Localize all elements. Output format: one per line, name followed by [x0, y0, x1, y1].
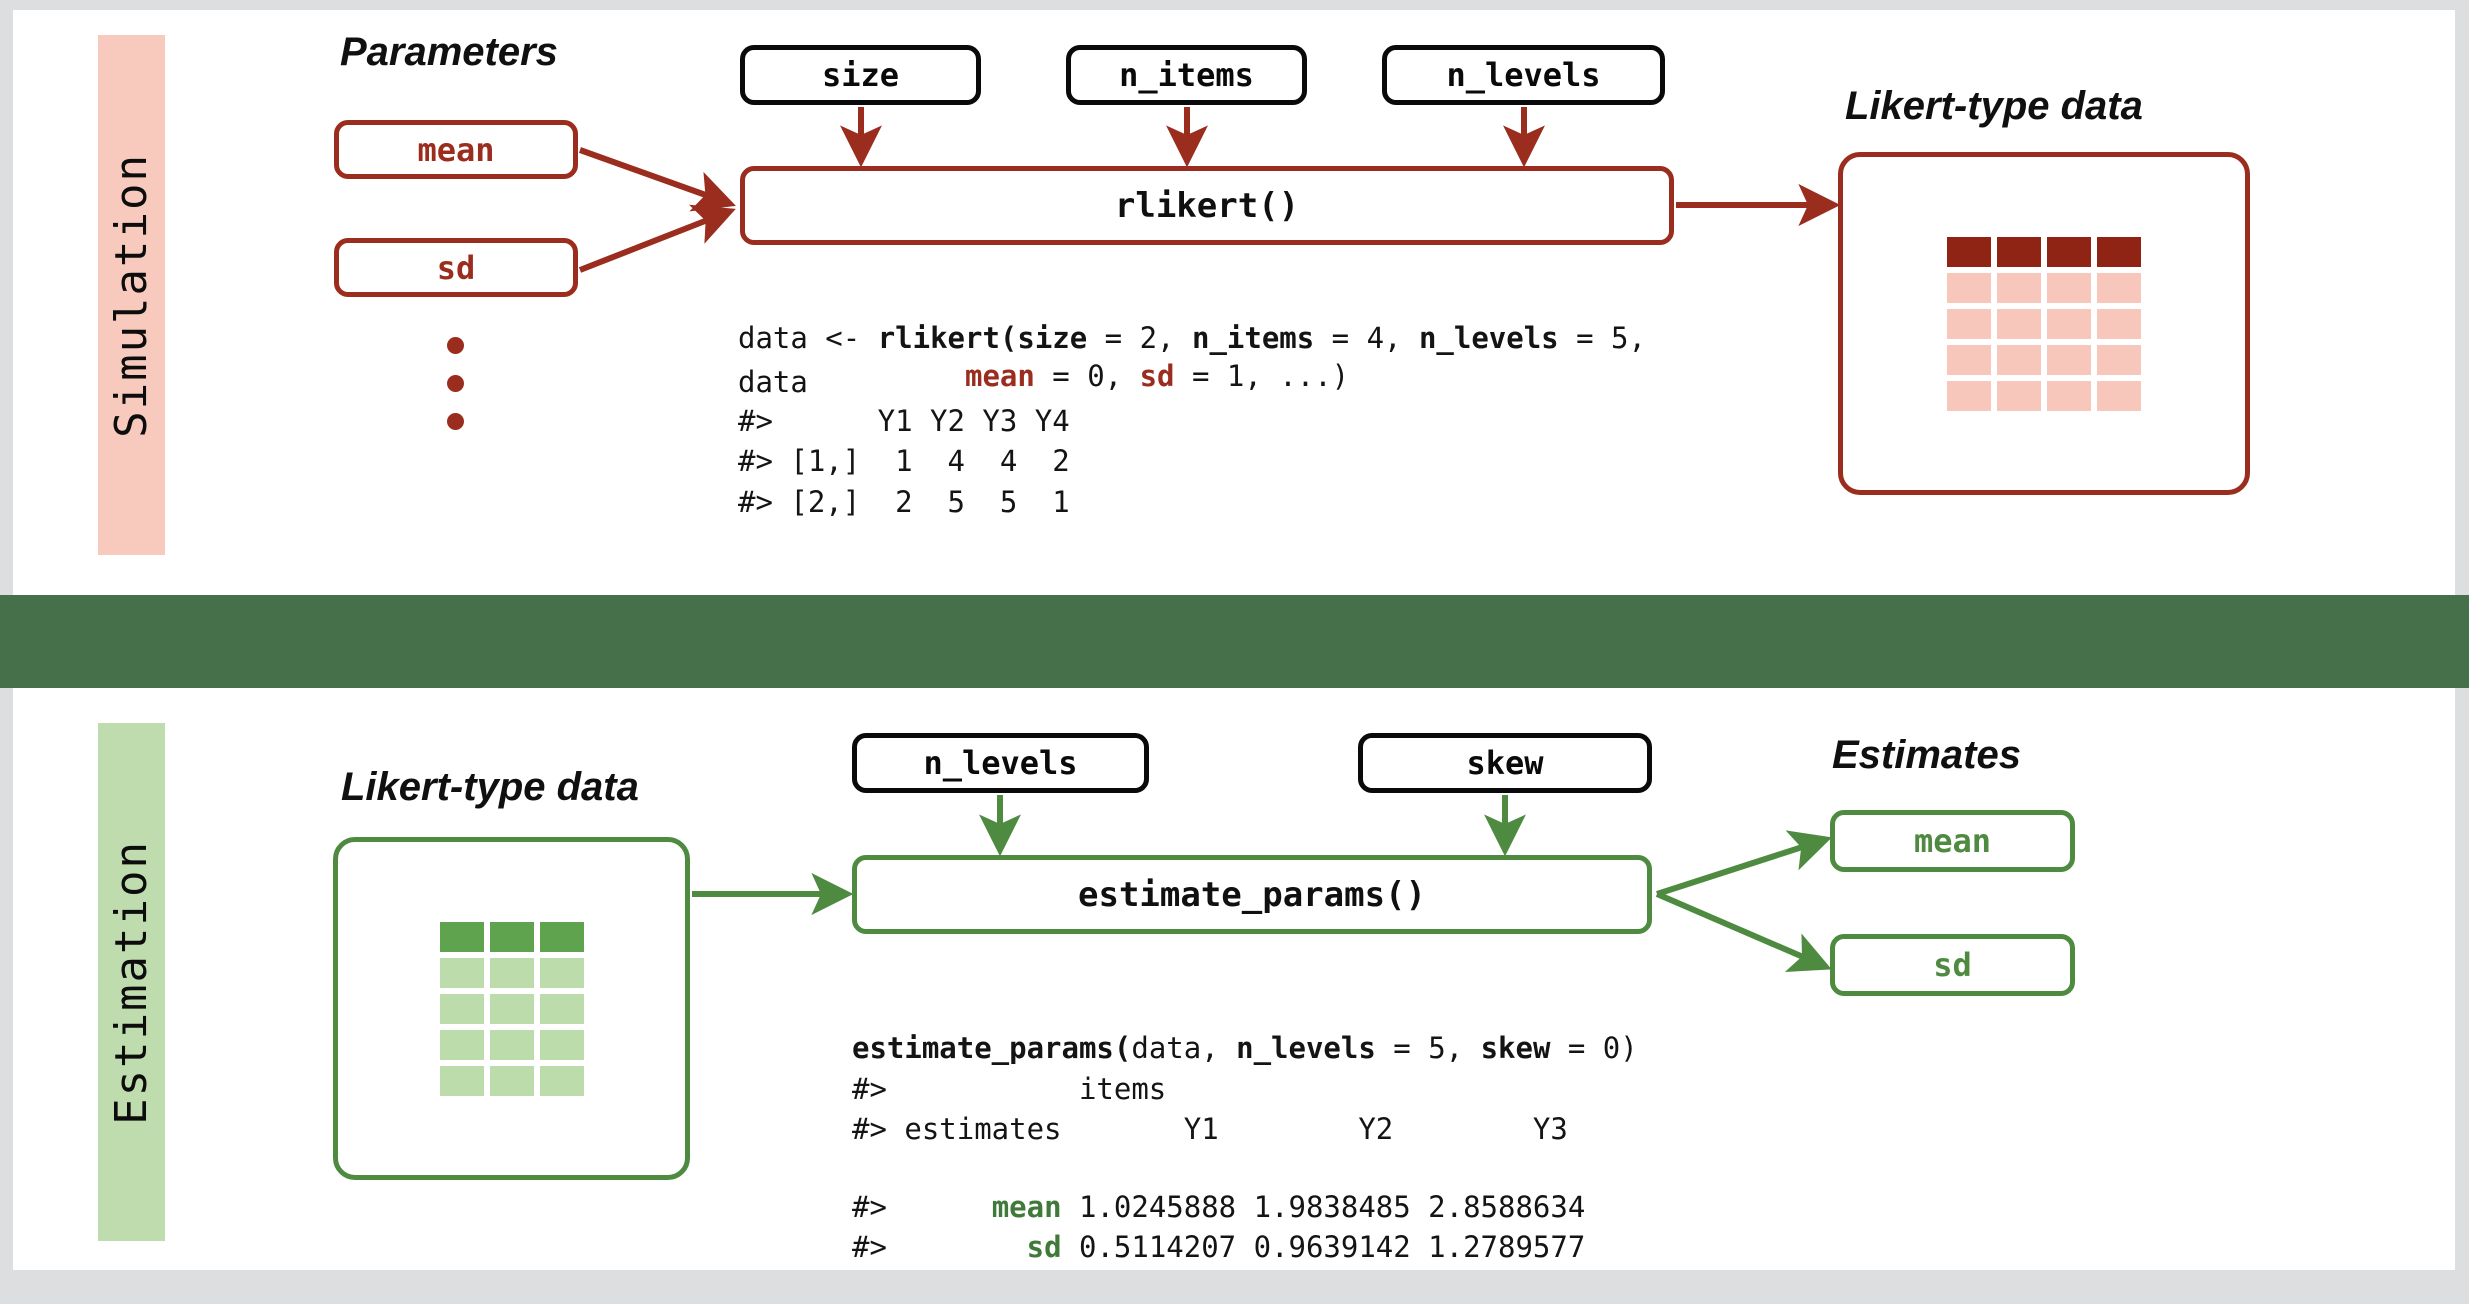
code-arg-size: size	[1017, 321, 1088, 355]
ellipsis-dot	[447, 375, 464, 392]
parameter-box-mean[interactable]: mean	[334, 120, 578, 179]
simulation-code-call: data <- rlikert(size = 2, n_items = 4, n…	[738, 281, 1646, 433]
function-box-estimate-params[interactable]: estimate_params()	[852, 855, 1652, 934]
likert-data-container-simulation	[1838, 152, 2250, 495]
code-text: = 1, ...)	[1174, 359, 1350, 393]
likert-grid-cell	[439, 993, 484, 1024]
likert-grid-cell	[1947, 272, 1991, 303]
likert-data-grid-estimation	[439, 921, 584, 1096]
likert-grid-header-cell	[539, 921, 584, 952]
likert-data-heading-estimation: Likert-type data	[341, 765, 639, 809]
estimate-box-mean[interactable]: mean	[1830, 810, 2075, 872]
code-text: = 4,	[1314, 321, 1419, 355]
likert-grid-header-cell	[439, 921, 484, 952]
estimates-heading: Estimates	[1832, 733, 2021, 777]
code-text: data <-	[738, 321, 878, 355]
argument-box-skew[interactable]: skew	[1358, 733, 1652, 793]
likert-grid-cell	[489, 1029, 534, 1060]
likert-grid-cell	[1947, 344, 1991, 375]
parameters-ellipsis	[447, 337, 464, 451]
simulation-code-output-row-2: #> [2,] 2 5 5 1	[738, 485, 1070, 519]
code-text: #>	[852, 1190, 992, 1224]
estimate-box-sd[interactable]: sd	[1830, 934, 2075, 996]
code-text: 1.0245888 1.9838485 2.8588634	[1061, 1190, 1586, 1224]
simulation-stage-label: Simulation	[98, 35, 165, 555]
code-text: 0.5114207 0.9639142 1.2789577	[1061, 1230, 1586, 1264]
likert-grid-cell	[2047, 308, 2091, 339]
parameter-box-sd[interactable]: sd	[334, 238, 578, 297]
code-text: = 0,	[1034, 359, 1140, 393]
likert-grid-cell	[1997, 380, 2041, 411]
code-arg-n-levels: n_levels	[1418, 321, 1559, 355]
likert-grid-cell	[2047, 380, 2091, 411]
likert-grid-cell	[1997, 272, 2041, 303]
code-text: = 5,	[1576, 321, 1646, 355]
likert-grid-cell	[1997, 308, 2041, 339]
likert-grid-header-cell	[2097, 236, 2141, 267]
likert-grid-cell	[539, 993, 584, 1024]
code-arg-skew: skew	[1480, 1031, 1551, 1065]
code-text: data,	[1131, 1031, 1237, 1065]
likert-grid-cell	[2097, 272, 2141, 303]
ellipsis-dot	[447, 413, 464, 430]
code-arg-n-levels-est: n_levels	[1236, 1031, 1376, 1065]
likert-grid-cell	[489, 1065, 534, 1096]
likert-grid-cell	[489, 957, 534, 988]
code-fn-rlikert: rlikert(	[877, 321, 1018, 355]
parameters-heading: Parameters	[340, 30, 558, 74]
likert-grid-header-cell	[2047, 236, 2091, 267]
estimation-stage-label: Estimation	[98, 723, 165, 1241]
estimation-code-call: estimate_params(data, n_levels = 5, skew…	[852, 991, 1638, 1105]
likert-grid-cell	[539, 957, 584, 988]
likert-grid-cell	[439, 1029, 484, 1060]
likert-grid-cell	[1947, 380, 1991, 411]
ellipsis-dot	[447, 337, 464, 354]
code-fn-estimate-params: estimate_params(	[852, 1031, 1132, 1065]
likert-grid-cell	[2047, 272, 2091, 303]
code-text: = 0)	[1550, 1031, 1638, 1065]
estimation-code-output-sd: #> sd 0.5114207 0.9639142 1.2789577	[852, 1190, 1585, 1304]
estimation-code-output-estimates: #> estimates Y1 Y2 Y3	[852, 1112, 1568, 1146]
code-arg-mean: mean	[964, 359, 1035, 393]
argument-box-n-levels[interactable]: n_levels	[1382, 45, 1665, 105]
likert-grid-cell	[539, 1065, 584, 1096]
code-arg-n-items: n_items	[1191, 321, 1315, 355]
simulation-stage-label-text: Simulation	[106, 152, 157, 438]
estimation-code-output-mean: #> mean 1.0245888 1.9838485 2.8588634	[852, 1150, 1585, 1264]
likert-grid-cell	[1997, 344, 2041, 375]
code-label-mean: mean	[991, 1190, 1062, 1224]
section-divider-band	[0, 595, 2469, 688]
likert-data-heading-simulation: Likert-type data	[1845, 84, 2143, 128]
estimation-code-output-items: #> items	[852, 1072, 1167, 1106]
simulation-code-output-row-1: #> [1,] 1 4 4 2	[738, 444, 1070, 478]
likert-grid-cell	[2097, 380, 2141, 411]
likert-grid-cell	[539, 1029, 584, 1060]
function-box-rlikert[interactable]: rlikert()	[740, 166, 1674, 245]
estimation-stage-label-text: Estimation	[106, 839, 157, 1125]
likert-grid-header-cell	[1947, 236, 1991, 267]
likert-grid-header-cell	[1997, 236, 2041, 267]
code-text: = 2,	[1087, 321, 1192, 355]
likert-grid-cell	[2097, 308, 2141, 339]
likert-grid-cell	[439, 957, 484, 988]
argument-box-n-items[interactable]: n_items	[1066, 45, 1307, 105]
likert-grid-cell	[439, 1065, 484, 1096]
likert-grid-cell	[2047, 344, 2091, 375]
code-text: = 5,	[1375, 1031, 1481, 1065]
likert-grid-header-cell	[489, 921, 534, 952]
code-text: #>	[852, 1230, 1027, 1264]
likert-grid-cell	[489, 993, 534, 1024]
simulation-code-print: data	[738, 365, 808, 399]
argument-box-n-levels-estimation[interactable]: n_levels	[852, 733, 1149, 793]
likert-data-container-estimation	[333, 837, 690, 1180]
likert-grid-cell	[2097, 344, 2141, 375]
argument-box-size[interactable]: size	[740, 45, 981, 105]
simulation-code-output-header: #> Y1 Y2 Y3 Y4	[738, 404, 1070, 438]
code-arg-sd: sd	[1139, 359, 1175, 393]
likert-grid-cell	[1947, 308, 1991, 339]
code-label-sd: sd	[1026, 1230, 1062, 1264]
likert-data-grid-simulation	[1947, 236, 2141, 411]
